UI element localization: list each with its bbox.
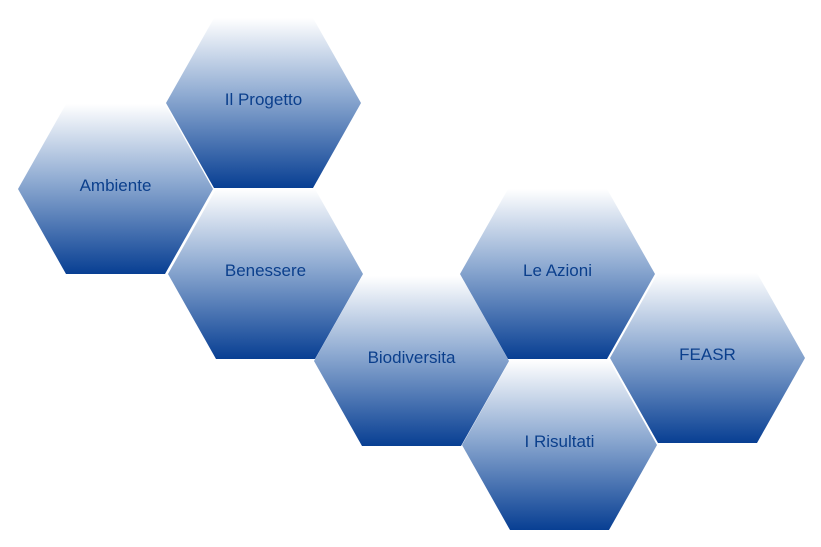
nav-item-label: Ambiente xyxy=(79,176,152,195)
hexagon-shape xyxy=(314,276,509,446)
nav-item-label: Le Azioni xyxy=(523,261,592,280)
nav-item-biodiversita[interactable]: Biodiversita xyxy=(314,276,509,446)
nav-item-label: Il Progetto xyxy=(224,90,303,109)
nav-item-label: FEASR xyxy=(679,345,736,364)
nav-item-i-risultati[interactable]: I Risultati xyxy=(462,360,657,530)
nav-item-le-azioni[interactable]: Le Azioni xyxy=(460,189,655,359)
hexagon-shape xyxy=(168,189,363,359)
nav-item-label: Benessere xyxy=(224,261,307,280)
nav-item-benessere[interactable]: Benessere xyxy=(168,189,363,359)
nav-item-label: Biodiversita xyxy=(367,348,456,367)
nav-item-ambiente[interactable]: Ambiente xyxy=(18,104,213,274)
hexagon-shape xyxy=(610,273,805,443)
nav-item-il-progetto[interactable]: Il Progetto xyxy=(166,18,361,188)
hexagon-shape xyxy=(166,18,361,188)
nav-item-label: I Risultati xyxy=(524,432,595,451)
hexagon-shape xyxy=(18,104,213,274)
hexagon-shape xyxy=(462,360,657,530)
nav-item-feasr[interactable]: FEASR xyxy=(610,273,805,443)
hexagon-shape xyxy=(460,189,655,359)
